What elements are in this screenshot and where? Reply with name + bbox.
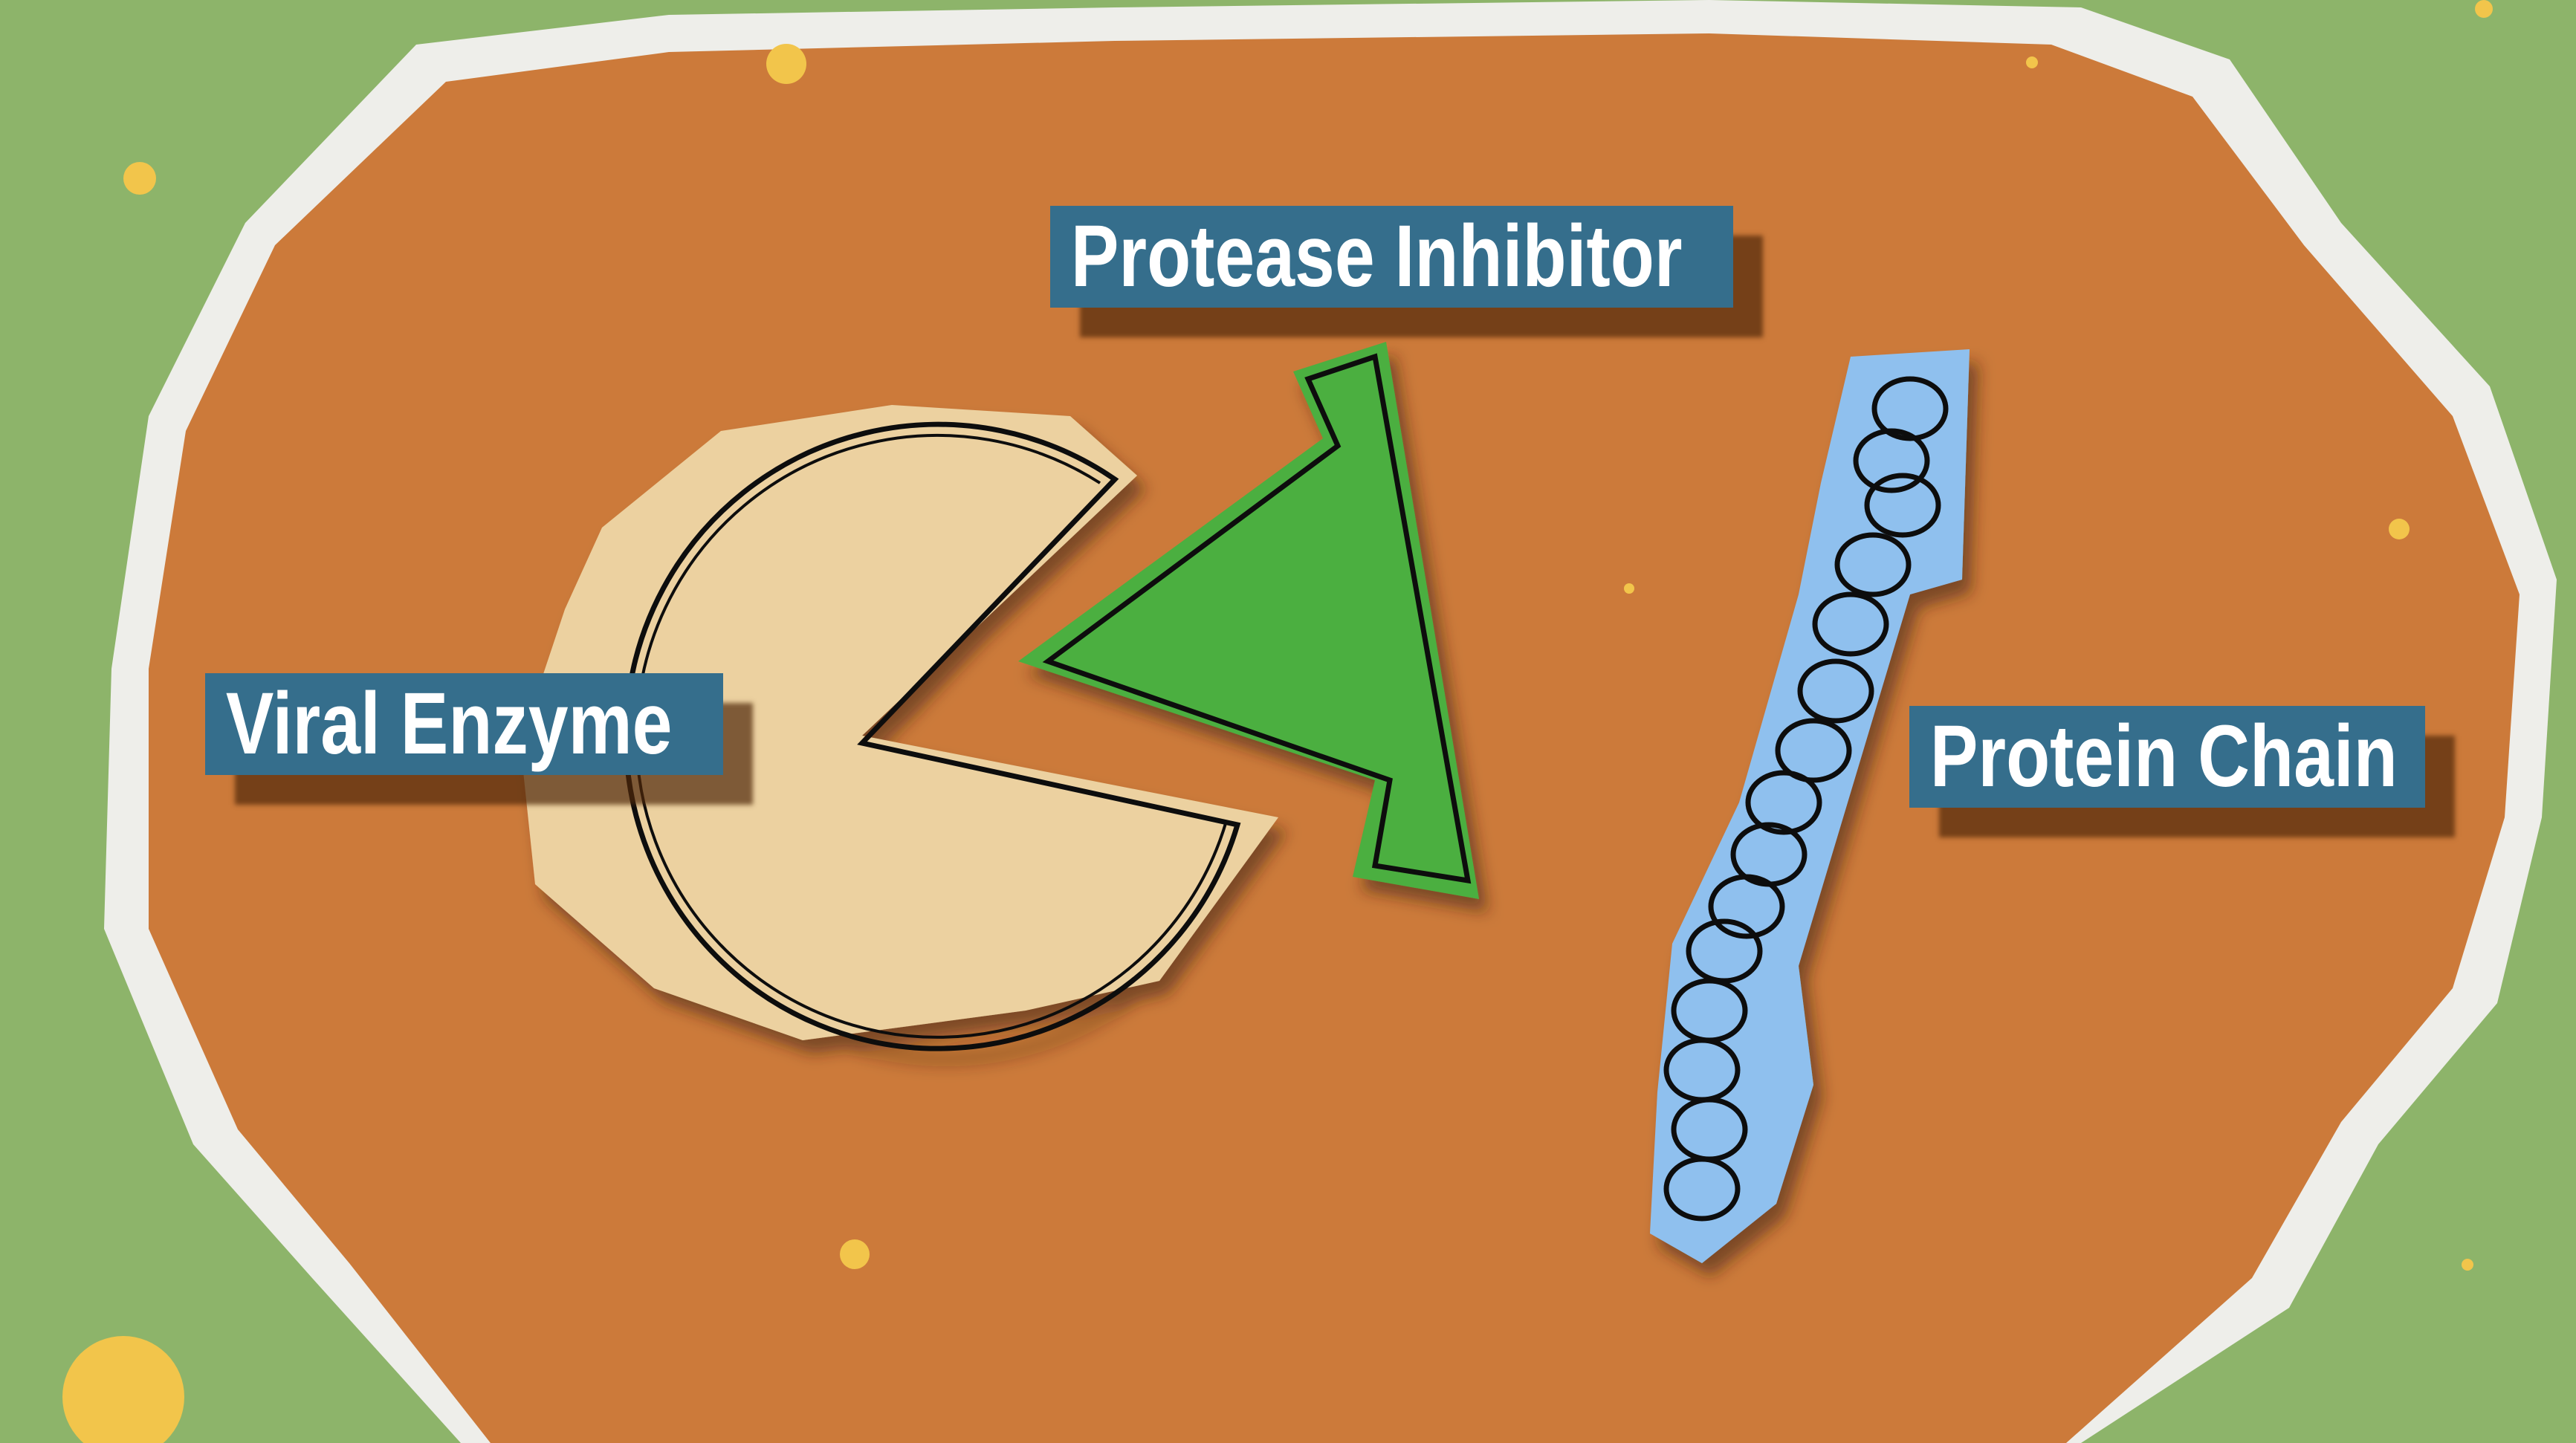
protein-bead [1812,591,1889,657]
protein-chain-text: Protein Chain [1929,707,2398,805]
dot [766,44,806,84]
protein-chain-shape [1650,349,1970,1263]
viral-enzyme-label: Viral Enzyme [205,673,723,775]
dot [62,1336,184,1443]
protein-bead [1797,658,1874,724]
dot [2475,0,2493,18]
protease-inhibitor-shape [1018,342,1479,899]
protein-bead [1663,1156,1741,1222]
viral-enzyme-shape [520,405,1278,1051]
protein-bead [1864,473,1941,538]
protease-inhibitor-text: Protease Inhibitor [1070,207,1683,305]
decorative-dots [62,0,2493,1443]
protein-chain-label: Protein Chain [1909,706,2425,808]
protein-bead [1775,718,1852,783]
protein-bead [1708,874,1785,939]
protein-bead [1745,770,1822,835]
protein-bead [1834,532,1912,597]
dot [2389,519,2410,539]
protein-bead [1871,376,1949,441]
dot [2462,1259,2473,1271]
protein-bead [1853,428,1930,493]
dot [840,1239,870,1269]
protease-inhibitor-label: Protease Inhibitor [1050,206,1733,308]
viral-enzyme-text: Viral Enzyme [225,675,673,773]
dot [123,162,156,195]
dot [2026,56,2038,68]
dot [1624,583,1634,594]
